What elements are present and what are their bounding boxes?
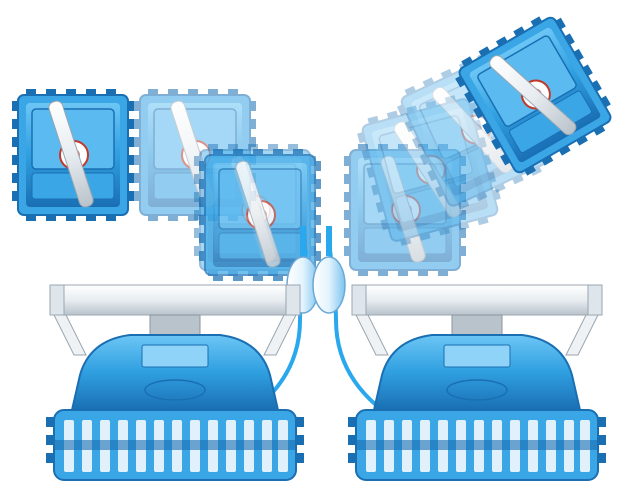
right-robot-front-view (348, 285, 606, 480)
left-robot-front-view (46, 285, 304, 480)
right-float-stem (326, 226, 332, 256)
right-swivel-sequence (344, 7, 621, 276)
left-robot-top-view-1 (12, 89, 134, 221)
right-float (313, 257, 345, 313)
left-float-stem (300, 226, 306, 256)
left-swivel-sequence (12, 89, 321, 281)
